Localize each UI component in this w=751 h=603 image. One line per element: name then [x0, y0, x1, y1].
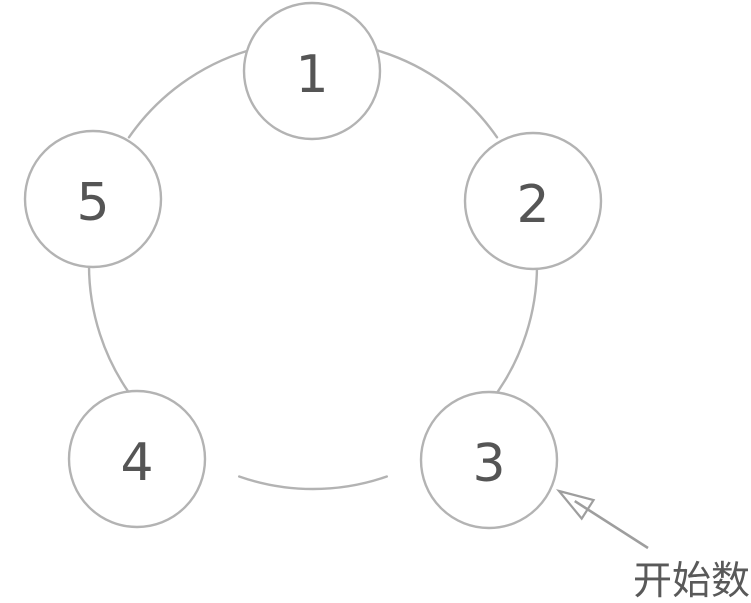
node-1-circle[interactable] — [242, 1, 382, 141]
edge-node3-node4 — [237, 475, 389, 491]
node-3-label: 3 — [472, 434, 505, 494]
edge-node2-node3 — [490, 258, 539, 402]
nodes-group: 1 2 3 4 5 — [23, 1, 603, 530]
node-5-circle[interactable] — [23, 129, 163, 269]
node-3[interactable]: 3 — [419, 390, 559, 530]
node-4[interactable]: 4 — [67, 389, 207, 529]
node-2[interactable]: 2 — [463, 131, 603, 271]
node-5-label: 5 — [76, 173, 109, 233]
node-3-circle[interactable] — [419, 390, 559, 530]
edge-node5-node1 — [127, 49, 250, 139]
annotation-label: 开始数 — [633, 559, 750, 603]
node-2-label: 2 — [516, 175, 549, 235]
node-1-label: 1 — [295, 45, 328, 105]
node-4-circle[interactable] — [67, 389, 207, 529]
node-5[interactable]: 5 — [23, 129, 163, 269]
node-1[interactable]: 1 — [242, 1, 382, 141]
edge-node4-node5 — [87, 258, 136, 402]
annotation-arrow-line — [574, 499, 649, 550]
edge-node1-node2 — [376, 49, 499, 139]
node-2-circle[interactable] — [463, 131, 603, 271]
start-annotation: 开始数 — [555, 489, 750, 603]
node-4-label: 4 — [120, 433, 153, 493]
annotation-arrowhead-icon — [555, 489, 596, 521]
edges-group — [87, 49, 539, 491]
